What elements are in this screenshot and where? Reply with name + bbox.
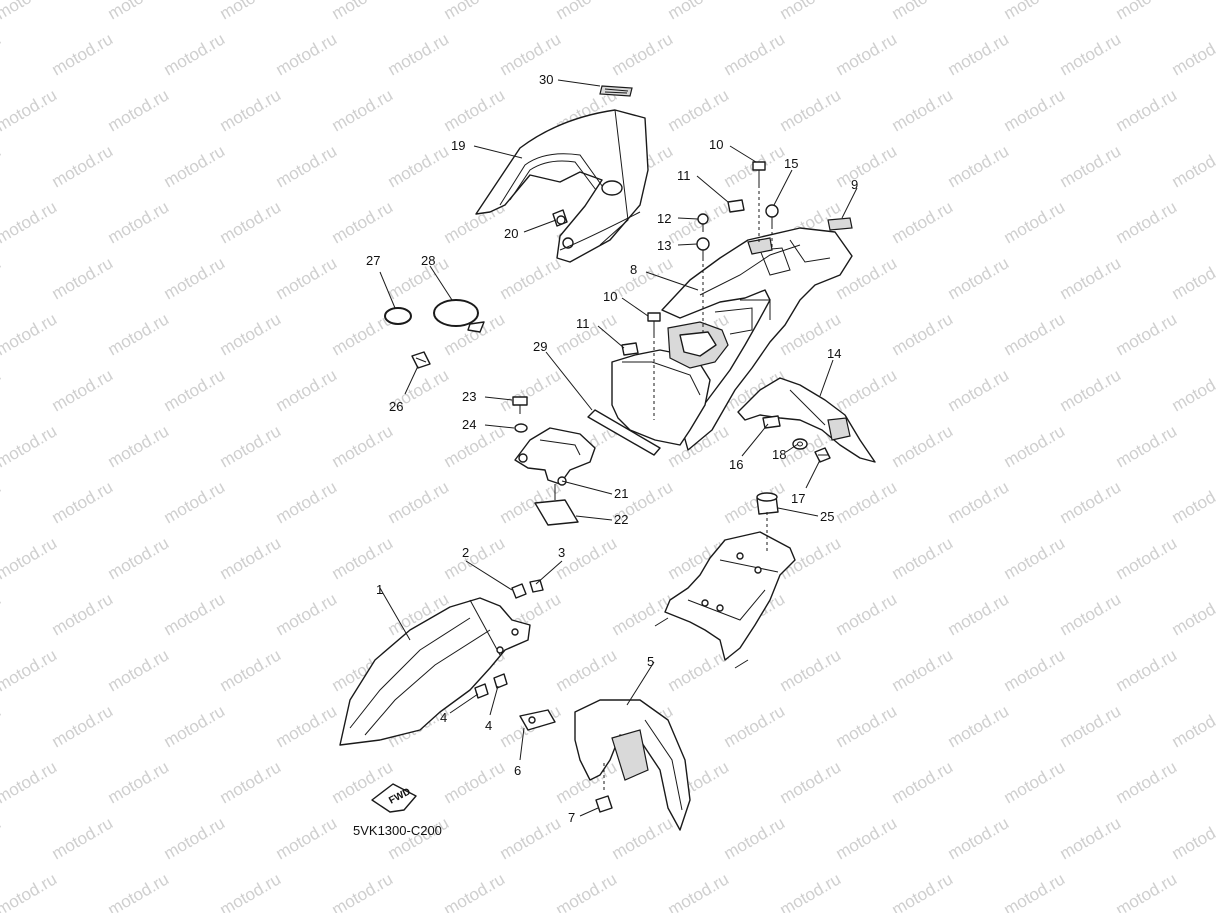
callout-24: 24 bbox=[462, 417, 476, 432]
callout-25: 25 bbox=[820, 509, 834, 524]
part-17-bolt bbox=[814, 447, 831, 463]
part-3-nut bbox=[529, 579, 544, 593]
part-14-rear-mudguard bbox=[737, 377, 876, 463]
part-16-nut bbox=[762, 415, 781, 429]
part-2-screw bbox=[511, 583, 527, 599]
part-11-nut-lower bbox=[621, 342, 639, 356]
callout-30: 30 bbox=[539, 72, 553, 87]
callout-20: 20 bbox=[504, 226, 518, 241]
callout-8: 8 bbox=[630, 262, 637, 277]
part-5-fender-guard bbox=[574, 699, 691, 831]
leader-lines bbox=[379, 79, 858, 817]
part-28-ring-tab bbox=[433, 299, 485, 333]
part-battery-box bbox=[611, 299, 771, 446]
callout-18: 18 bbox=[772, 447, 786, 462]
part-15-screw bbox=[765, 204, 779, 226]
callout-16: 16 bbox=[729, 457, 743, 472]
callout-5: 5 bbox=[647, 654, 654, 669]
callout-22: 22 bbox=[614, 512, 628, 527]
callout-11-upper: 11 bbox=[677, 168, 691, 183]
part-24-washer bbox=[514, 423, 528, 433]
callout-21: 21 bbox=[614, 486, 628, 501]
callout-4-right: 4 bbox=[485, 718, 492, 733]
callout-19: 19 bbox=[451, 138, 465, 153]
callout-13: 13 bbox=[657, 238, 671, 253]
part-25-damper bbox=[756, 492, 779, 515]
part-18-washer bbox=[792, 438, 808, 450]
part-8-inner-fender bbox=[661, 227, 853, 451]
callout-1: 1 bbox=[376, 582, 383, 597]
part-10-bolt-lower bbox=[647, 312, 661, 335]
callout-26: 26 bbox=[389, 399, 403, 414]
callout-10-lower: 10 bbox=[603, 289, 617, 304]
part-4-screw-right bbox=[493, 673, 508, 689]
callout-14: 14 bbox=[827, 346, 841, 361]
part-13-screw bbox=[696, 237, 710, 258]
callout-9: 9 bbox=[851, 177, 858, 192]
callout-27: 27 bbox=[366, 253, 380, 268]
part-19-seat-cowl bbox=[475, 109, 649, 263]
part-10-bolt-upper bbox=[752, 161, 766, 185]
callout-15: 15 bbox=[784, 156, 798, 171]
part-30-emblem bbox=[599, 85, 633, 97]
callout-12: 12 bbox=[657, 211, 671, 226]
part-29-strip bbox=[587, 409, 661, 456]
part-23-bolt bbox=[512, 396, 528, 414]
part-license-bracket bbox=[654, 531, 796, 669]
callout-2: 2 bbox=[462, 545, 469, 560]
diagram-code: 5VK1300-C200 bbox=[353, 823, 442, 838]
part-7-screw bbox=[595, 795, 613, 813]
part-6-clip bbox=[519, 709, 556, 731]
part-22-pad bbox=[534, 499, 579, 526]
part-27-ring bbox=[384, 307, 412, 325]
callout-labels: 30 19 20 10 11 15 9 12 13 8 10 11 29 14 … bbox=[366, 72, 858, 825]
part-20-bolt bbox=[552, 209, 568, 227]
part-21-bracket bbox=[514, 427, 596, 486]
callout-10-upper: 10 bbox=[709, 137, 723, 152]
part-4-screw-left bbox=[474, 683, 489, 699]
callout-6: 6 bbox=[514, 763, 521, 778]
callout-28: 28 bbox=[421, 253, 435, 268]
callout-3: 3 bbox=[558, 545, 565, 560]
callout-4-left: 4 bbox=[440, 710, 447, 725]
fwd-arrow-icon: FWD bbox=[371, 783, 417, 813]
part-12-screw bbox=[697, 213, 709, 232]
part-9-decal bbox=[827, 217, 853, 231]
callout-23: 23 bbox=[462, 389, 476, 404]
callout-11-lower: 11 bbox=[576, 316, 590, 331]
part-26-clip bbox=[411, 351, 431, 369]
part-1-front-fender bbox=[339, 597, 531, 746]
callout-17: 17 bbox=[791, 491, 805, 506]
callout-7: 7 bbox=[568, 810, 575, 825]
callout-29: 29 bbox=[533, 339, 547, 354]
part-11-nut-upper bbox=[727, 199, 745, 213]
